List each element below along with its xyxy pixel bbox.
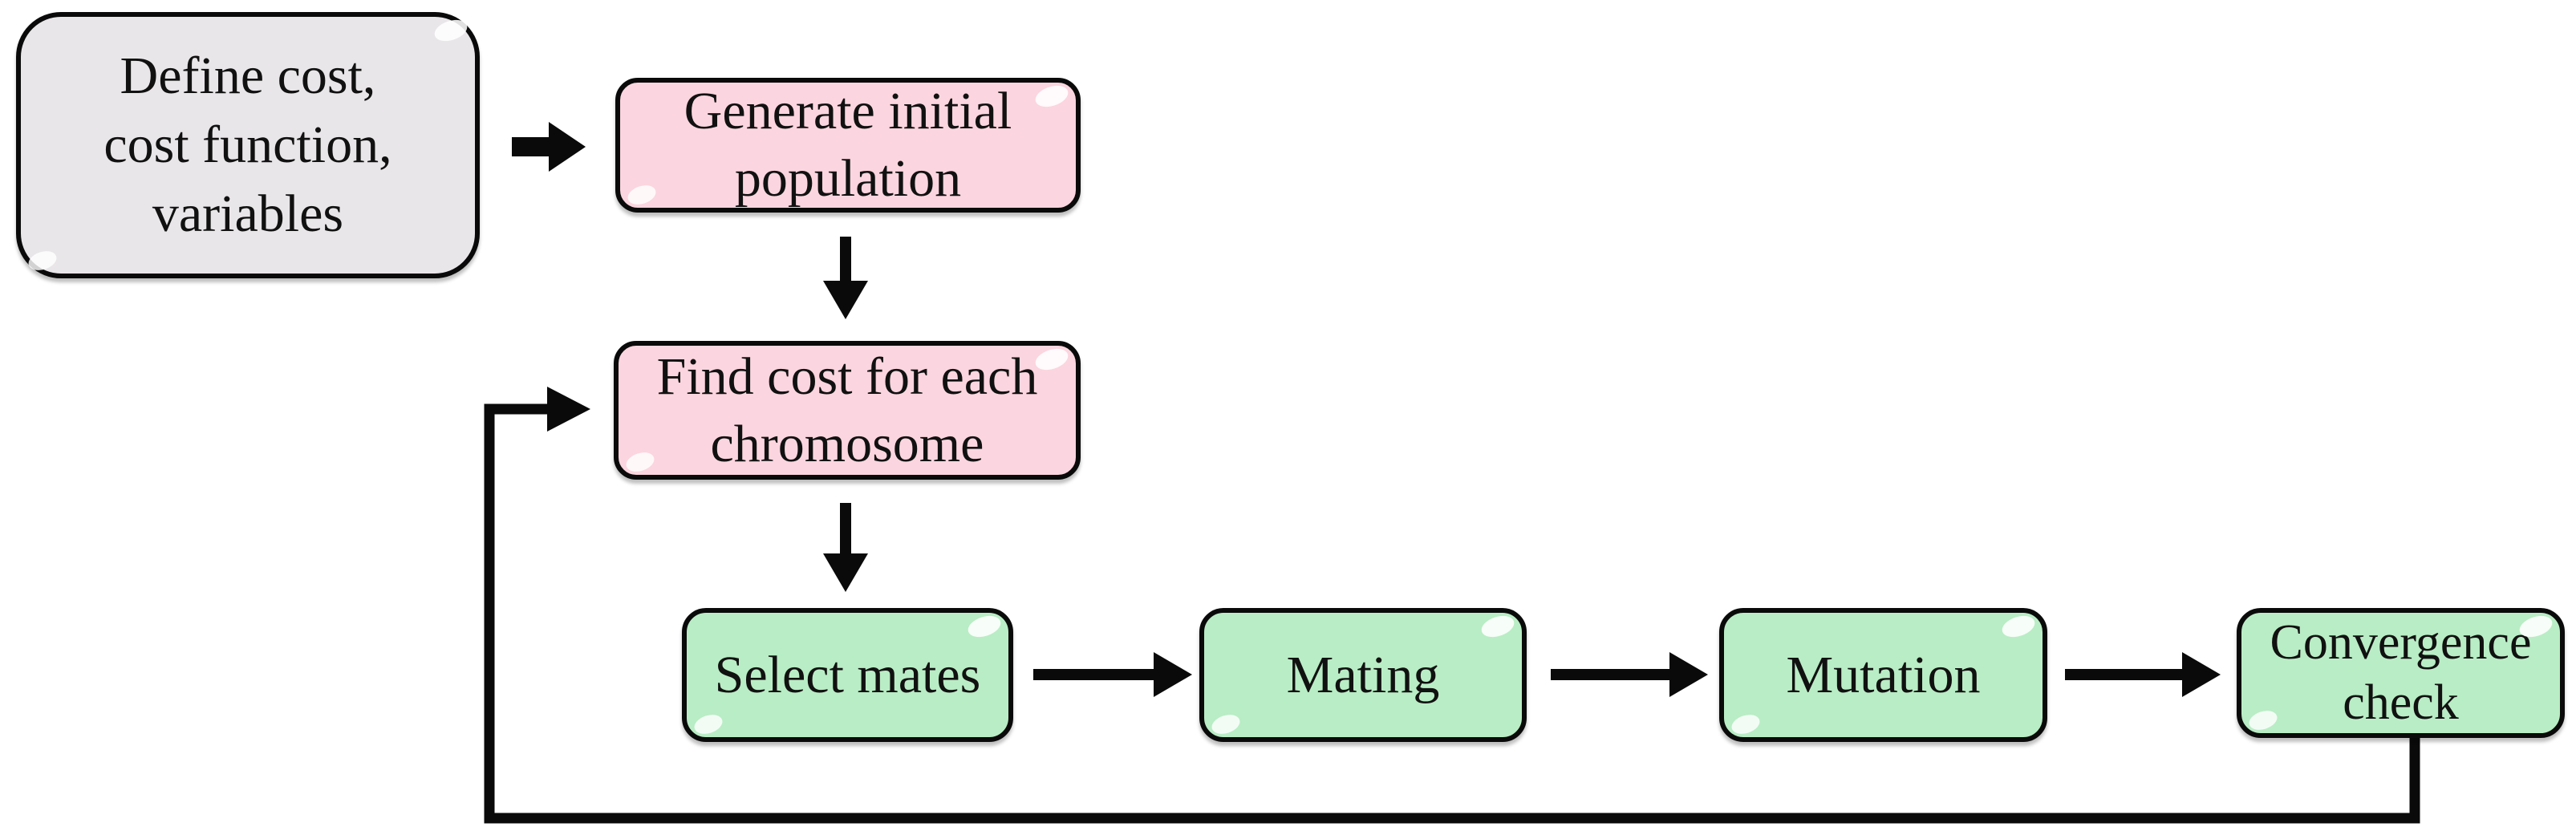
node-find-cost-for-each-chromosome: Find cost for each chromosome (614, 341, 1081, 480)
node-convergence-check: Convergence check (2237, 608, 2565, 738)
node-label-line: Convergence (2270, 615, 2532, 670)
arrow-mating-to-mutation (1551, 652, 1708, 697)
node-define-cost-label: Define cost, cost function, variables (103, 42, 391, 249)
node-label-line: variables (152, 184, 344, 243)
node-label-line: Mutation (1786, 645, 1981, 704)
arrow-generate-to-find-cost (823, 237, 868, 319)
node-generate-label: Generate initial population (684, 78, 1012, 213)
node-label-line: chromosome (710, 414, 984, 473)
node-mutation: Mutation (1719, 608, 2047, 742)
node-generate-initial-population: Generate initial population (615, 78, 1081, 213)
arrow-find-cost-to-select-mates (823, 503, 868, 592)
feedback-loop-arrowhead (547, 387, 590, 432)
node-label-line: Define cost, (120, 47, 376, 105)
node-find-cost-label: Find cost for each chromosome (657, 343, 1038, 478)
node-mutation-label: Mutation (1786, 645, 1981, 704)
node-define-cost: Define cost, cost function, variables (16, 12, 480, 278)
arrow-define-to-generate (512, 122, 586, 172)
node-mating: Mating (1199, 608, 1527, 742)
node-label-line: Mating (1286, 645, 1440, 704)
node-select-mates-label: Select mates (714, 645, 981, 704)
arrow-select-mates-to-mating (1033, 652, 1192, 697)
node-label-line: population (734, 149, 962, 208)
node-convergence-label: Convergence check (2270, 613, 2532, 733)
node-label-line: Select mates (714, 645, 981, 704)
node-label-line: cost function, (103, 116, 392, 174)
node-label-line: check (2343, 675, 2459, 730)
node-mating-label: Mating (1286, 645, 1440, 704)
node-select-mates: Select mates (682, 608, 1013, 742)
arrow-mutation-to-convergence (2065, 652, 2221, 697)
node-label-line: Generate initial (684, 82, 1012, 140)
node-label-line: Find cost for each (656, 347, 1038, 406)
